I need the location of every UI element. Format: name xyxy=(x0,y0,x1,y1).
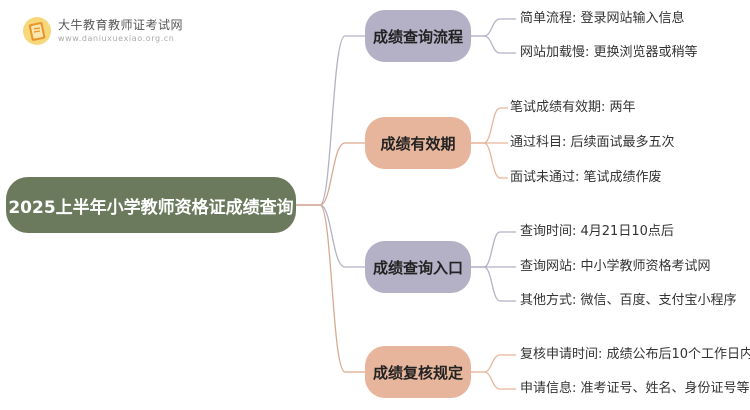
connector-root-branch-4 xyxy=(296,204,365,373)
root-node: 2025上半年小学教师资格证成绩查询 xyxy=(6,177,296,233)
connector-leaf-1-2 xyxy=(471,35,516,54)
connector-leaf-4-1 xyxy=(471,354,516,373)
leaf-item: 查询网站: 中小学教师资格考试网 xyxy=(520,259,711,274)
connector-leaf-3-3 xyxy=(471,266,516,302)
connector-leaf-3-1 xyxy=(471,231,516,268)
connector-leaf-2-3 xyxy=(471,142,508,179)
leaf-item: 通过科目: 后续面试最多五次 xyxy=(510,135,675,150)
connector-root-branch-2 xyxy=(296,142,365,206)
leaf-item: 复核申请时间: 成绩公布后10个工作日内 xyxy=(520,347,750,362)
leaf-item: 笔试成绩有效期: 两年 xyxy=(510,100,636,115)
connector-leaf-2-1 xyxy=(471,107,508,144)
book-logo-icon xyxy=(22,16,52,46)
logo-url: www.daniuxuexiao.org.cn xyxy=(58,34,175,43)
site-logo: 大牛教育教师证考试网 www.daniuxuexiao.org.cn xyxy=(22,16,183,46)
connector-root-branch-1 xyxy=(296,35,365,206)
branch-node-query-entry: 成绩查询入口 xyxy=(365,241,471,293)
connector-leaf-1-1 xyxy=(471,18,516,37)
leaf-item: 简单流程: 登录网站输入信息 xyxy=(520,11,685,26)
branch-node-validity: 成绩有效期 xyxy=(365,117,471,169)
leaf-item: 网站加载慢: 更换浏览器或稍等 xyxy=(520,45,698,60)
leaf-item: 申请信息: 准考证号、姓名、身份证号等 xyxy=(520,381,750,396)
connector-root-branch-3 xyxy=(296,204,365,268)
logo-title: 大牛教育教师证考试网 xyxy=(58,18,184,32)
branch-node-query-process: 成绩查询流程 xyxy=(365,10,471,62)
leaf-item: 查询时间: 4月21日10点后 xyxy=(520,224,674,239)
connector-leaf-4-2 xyxy=(471,371,516,390)
leaf-item: 面试未通过: 笔试成绩作废 xyxy=(510,170,662,185)
branch-node-review-rules: 成绩复核规定 xyxy=(365,346,471,398)
leaf-item: 其他方式: 微信、百度、支付宝小程序 xyxy=(520,293,737,308)
